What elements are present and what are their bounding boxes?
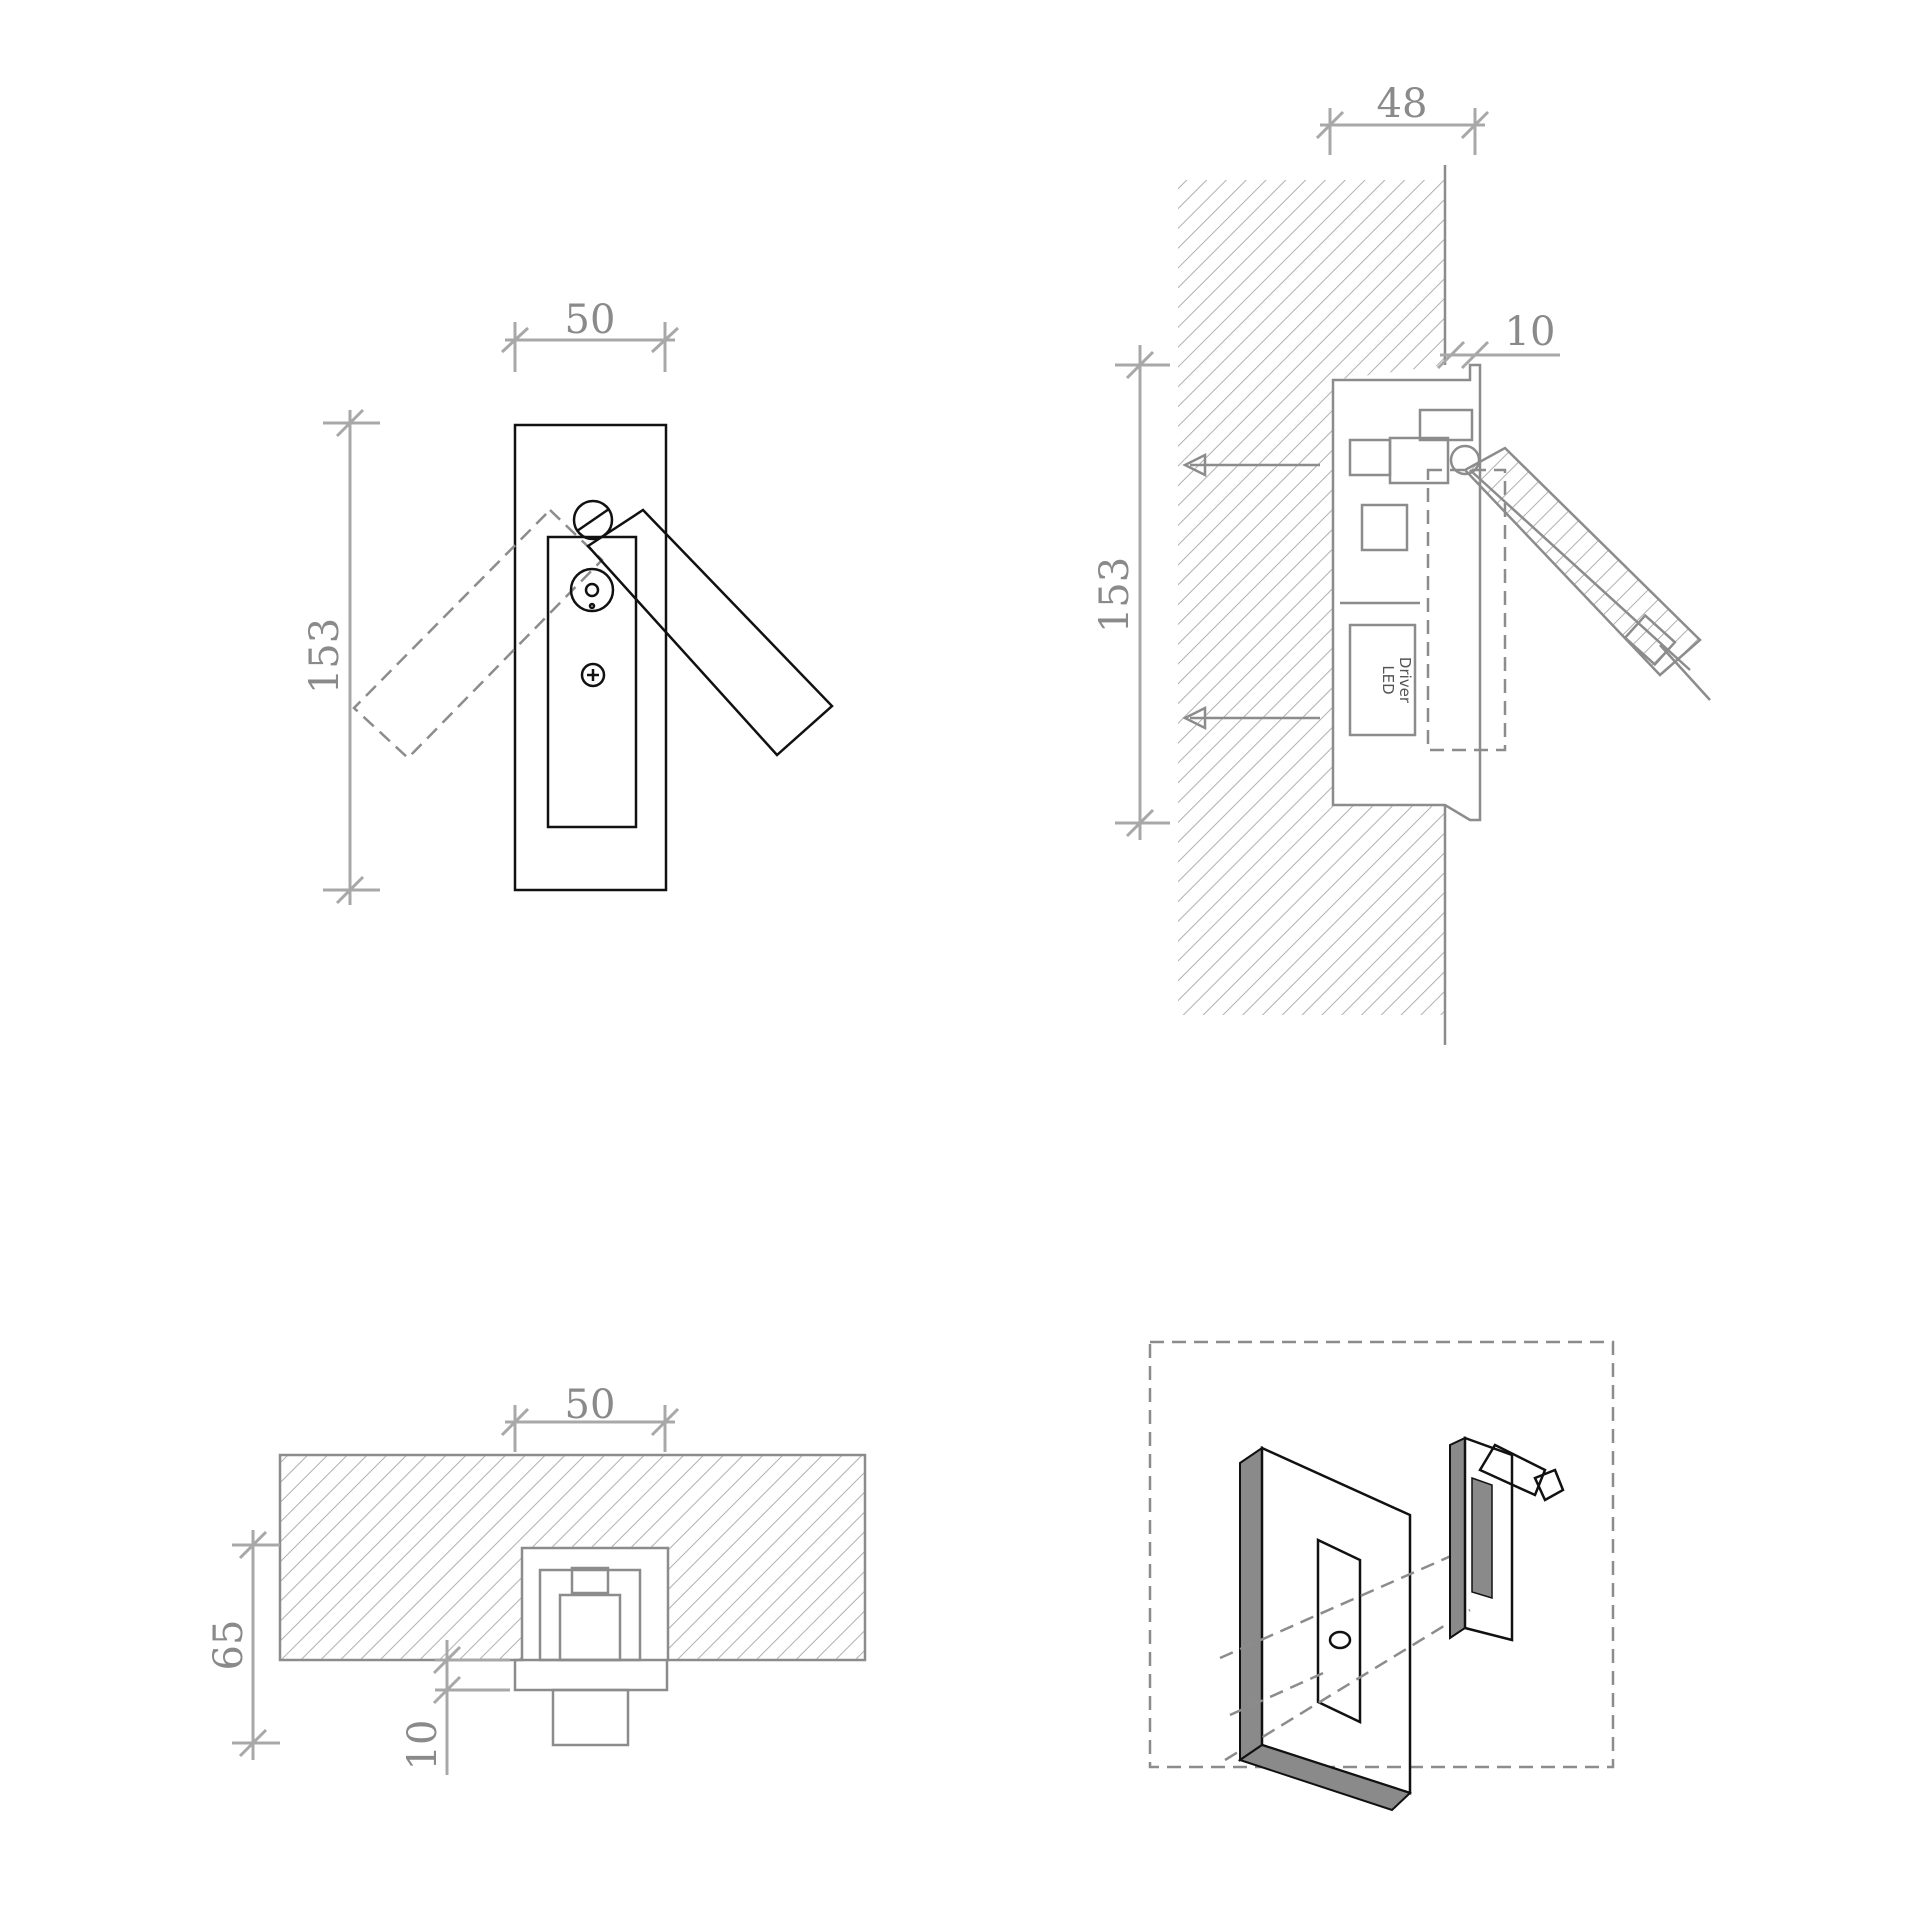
side-pivot-icon xyxy=(1449,444,1481,476)
side-depth-dimension: 48 xyxy=(1315,81,1490,155)
front-height-dimension: 153 xyxy=(302,408,380,905)
wall-anchor-bottom-icon xyxy=(1182,705,1320,731)
iso-box-side xyxy=(1239,1446,1263,1762)
isometric-view xyxy=(1148,1340,1615,1812)
screw-icon xyxy=(580,662,606,688)
top-wall-section xyxy=(278,1453,867,1662)
side-arm xyxy=(1462,446,1702,677)
front-plate xyxy=(513,423,668,892)
side-view: 48 10 153 LED Driver xyxy=(1092,81,1711,1045)
pivot-knob-icon xyxy=(572,499,614,541)
top-projection-dimension: 10 xyxy=(400,1640,510,1775)
iso-box-recess xyxy=(1316,1538,1362,1724)
top-view: 50 65 10 xyxy=(206,1382,867,1775)
top-width-dimension: 50 xyxy=(500,1382,680,1452)
isometric-frame xyxy=(1148,1340,1615,1769)
front-recess xyxy=(546,535,638,829)
top-projection-label: 10 xyxy=(400,1720,446,1771)
driver-label-line1: LED xyxy=(1379,665,1397,694)
top-depth-label: 65 xyxy=(206,1620,252,1671)
driver-label-line2: Driver xyxy=(1396,657,1414,704)
side-depth-label: 48 xyxy=(1377,81,1428,127)
iso-fixture-front xyxy=(1463,1436,1514,1642)
top-depth-dimension: 65 xyxy=(206,1530,280,1760)
top-faceplate xyxy=(513,1658,669,1692)
front-width-label: 50 xyxy=(565,297,616,343)
side-height-label: 153 xyxy=(1092,557,1138,633)
side-projection-dimension: 10 xyxy=(1436,309,1560,370)
iso-head xyxy=(1533,1468,1565,1502)
front-height-label: 153 xyxy=(302,618,348,694)
side-height-dimension: 153 xyxy=(1092,345,1170,840)
joint-icon xyxy=(569,567,615,613)
side-wall-section xyxy=(1178,180,1445,1015)
wall-anchor-top-icon xyxy=(1182,452,1320,478)
iso-pivot-icon xyxy=(1328,1630,1352,1650)
arm-alternate-position xyxy=(352,508,604,760)
iso-box-bottom xyxy=(1237,1743,1412,1812)
iso-fixture-slot xyxy=(1471,1476,1493,1600)
side-housing xyxy=(1331,363,1482,822)
iso-fixture-side xyxy=(1449,1436,1466,1640)
front-view: 50 153 xyxy=(302,297,834,905)
iso-arm xyxy=(1478,1443,1547,1497)
top-head xyxy=(551,1688,630,1747)
top-width-label: 50 xyxy=(565,1382,616,1428)
reading-arm xyxy=(586,508,834,757)
front-width-dimension: 50 xyxy=(500,297,680,372)
side-projection-label: 10 xyxy=(1505,309,1556,355)
led-driver-box xyxy=(1348,623,1417,737)
iso-box-front xyxy=(1260,1446,1412,1795)
